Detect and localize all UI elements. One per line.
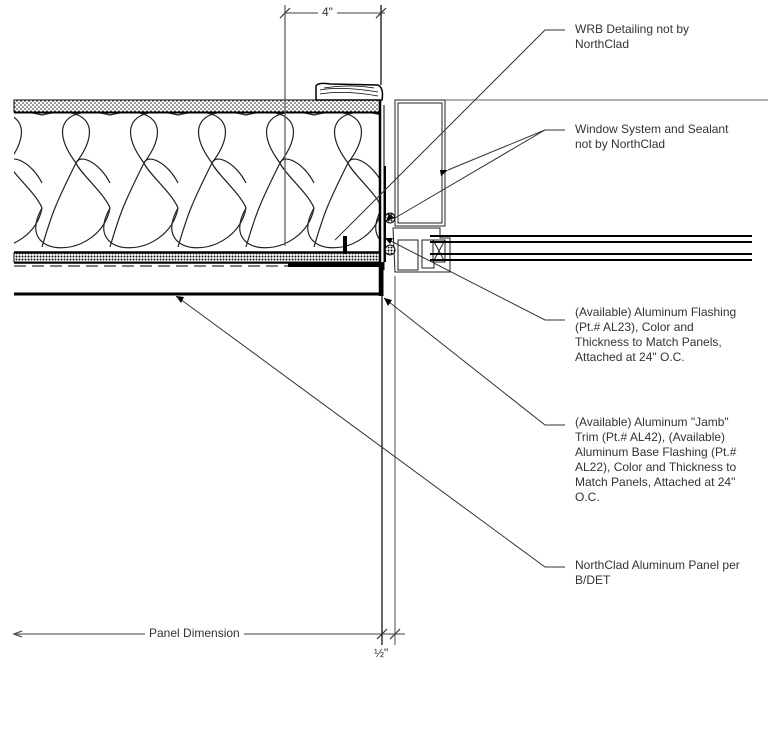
wood-blocking	[315, 82, 384, 101]
glazing-unit	[430, 235, 752, 261]
interior-board	[13, 251, 381, 267]
dimension-panel	[12, 276, 405, 645]
wall-framing-edge	[378, 100, 386, 296]
batt-insulation	[14, 113, 380, 249]
dimension-label-half-inch: ½"	[374, 646, 389, 660]
callout-jamb-trim: (Available) Aluminum "Jamb" Trim (Pt.# A…	[575, 415, 737, 504]
leader-flashing	[384, 237, 565, 321]
leader-panel	[175, 295, 565, 568]
exterior-sheathing	[13, 99, 381, 114]
insulation-loop	[14, 113, 91, 248]
leader-arrowheads	[176, 170, 448, 306]
insulation-loop	[14, 158, 111, 249]
insulation-loop	[197, 113, 295, 248]
callout-flashing: (Available) Aluminum Flashing (Pt.# AL23…	[575, 305, 737, 364]
insulation-loop	[143, 158, 247, 249]
leader-window-system-2	[447, 129, 546, 171]
insulation-loop	[14, 116, 23, 156]
insulation-loop	[129, 113, 227, 248]
fastener	[343, 236, 347, 254]
callout-wrb: WRB Detailing not by NorthClad	[575, 22, 690, 51]
insulation-loop	[14, 170, 43, 244]
insulation-loop	[61, 113, 159, 248]
insulation-loop	[75, 158, 179, 249]
callout-panel: NorthClad Aluminum Panel per B/DET	[575, 558, 740, 587]
dimension-4in	[279, 5, 387, 246]
insulation-loop	[333, 113, 380, 164]
dimension-label-4in: 4"	[318, 5, 337, 19]
insulation-loop	[211, 158, 315, 249]
aluminum-panel	[14, 262, 384, 296]
leader-wrb	[334, 29, 565, 241]
sealant-beads	[384, 212, 396, 256]
callout-window-system: Window System and Sealant not by NorthCl…	[575, 122, 729, 151]
dimension-label-panel: Panel Dimension	[145, 626, 244, 640]
insulation-loop	[265, 113, 363, 248]
leader-jamb-trim	[383, 297, 565, 426]
leader-lines	[175, 29, 565, 568]
insulation-loop	[279, 158, 380, 249]
